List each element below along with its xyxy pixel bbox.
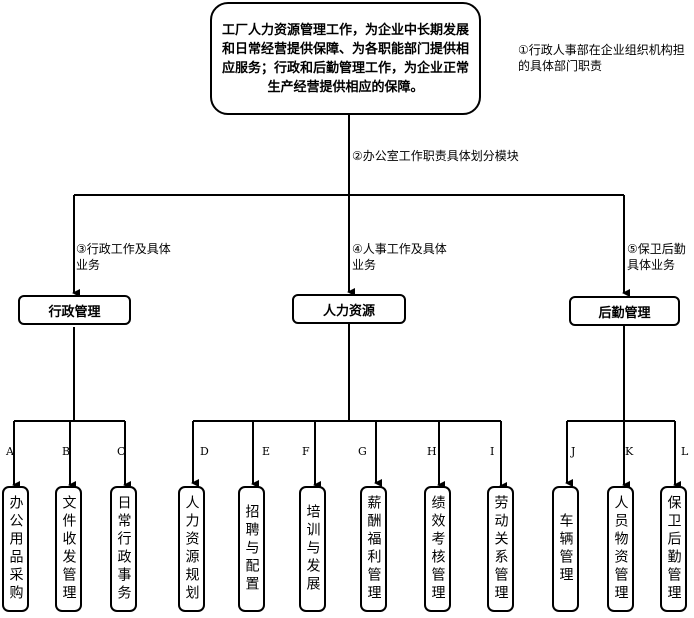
leaf-node: 车辆管理 xyxy=(552,486,579,612)
dept-admin: 行政管理 xyxy=(18,295,131,325)
leaf-node: 薪酬福利管理 xyxy=(360,486,387,612)
leaf-letter: C xyxy=(117,445,126,458)
note-3: ③行政工作及具体业务 xyxy=(76,242,171,272)
leaf-node: 人力资源规划 xyxy=(178,486,205,612)
leaf-node: 招聘与配置 xyxy=(238,486,265,612)
note-5: ⑤保卫后勤具体业务 xyxy=(627,242,686,272)
leaf-node: 日常行政事务 xyxy=(110,486,137,612)
leaf-node: 劳动关系管理 xyxy=(487,486,514,612)
leaf-node: 保卫后勤管理 xyxy=(660,486,687,612)
leaf-letter: A xyxy=(6,445,14,458)
leaf-letter: K xyxy=(625,445,634,458)
leaf-letter: E xyxy=(262,445,271,458)
root-node: 工厂人力资源管理工作，为企业中长期发展和日常经营提供保障、为各职能部门提供相应服… xyxy=(210,2,481,115)
leaf-letter: H xyxy=(427,445,437,458)
leaf-node: 培训与发展 xyxy=(299,486,326,612)
leaf-letter: B xyxy=(62,445,71,458)
leaf-node: 文件收发管理 xyxy=(55,486,82,612)
leaf-letter: J xyxy=(571,445,576,458)
leaf-letter: I xyxy=(490,445,495,458)
leaf-letter: G xyxy=(358,445,367,458)
leaf-letter: F xyxy=(302,445,310,458)
leaf-letter: D xyxy=(200,445,209,458)
leaf-node: 人员物资管理 xyxy=(607,486,634,612)
leaf-node: 绩效考核管理 xyxy=(424,486,451,612)
note-1: ①行政人事部在企业组织机构担的具体部门职责 xyxy=(518,43,685,73)
note-4: ④人事工作及具体业务 xyxy=(352,242,447,272)
dept-hr: 人力资源 xyxy=(292,294,406,324)
leaf-node: 办公用品采购 xyxy=(2,486,29,612)
dept-logistics: 后勤管理 xyxy=(569,296,680,326)
note-2: ②办公室工作职责具体划分模块 xyxy=(352,149,519,163)
leaf-letter: L xyxy=(681,445,689,458)
